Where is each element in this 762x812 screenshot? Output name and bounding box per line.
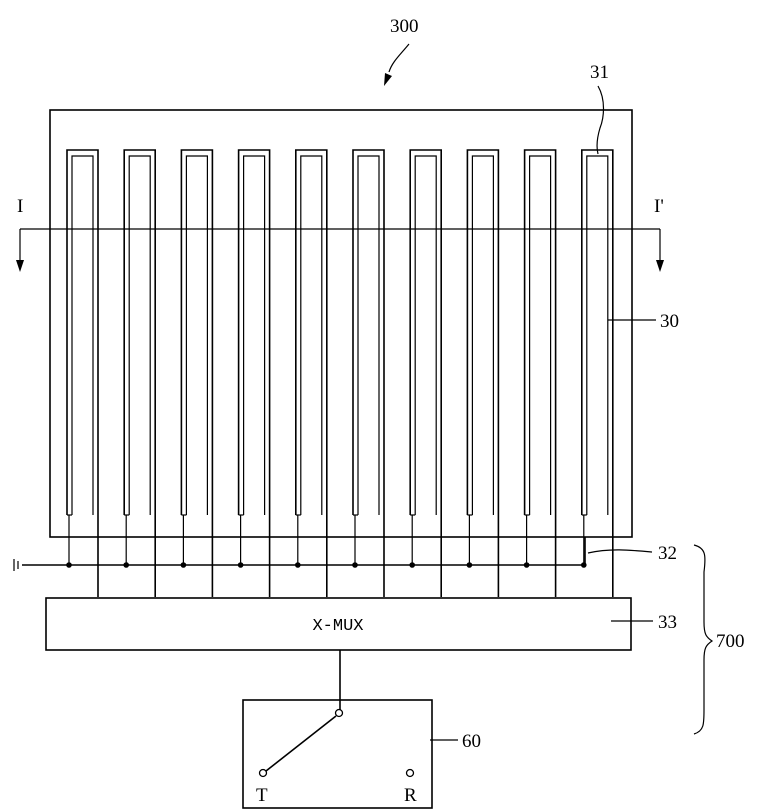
- group-label: 700: [716, 631, 745, 652]
- electrode-inner: [186, 156, 207, 515]
- panel-label: 30: [660, 311, 679, 332]
- switch-label: 60: [462, 731, 481, 752]
- terminal-r-label: R: [404, 785, 417, 806]
- switch-blade: [266, 716, 336, 771]
- device-label: 300: [390, 16, 419, 37]
- electrode-label: 31: [590, 62, 609, 83]
- bus-label: 32: [658, 543, 677, 564]
- mux-label: 33: [658, 612, 677, 633]
- bus-leader: [588, 550, 652, 553]
- electrode-inner: [301, 156, 322, 515]
- terminal-t-label: T: [256, 785, 268, 806]
- electrode-inner: [415, 156, 436, 515]
- panel-outline: [50, 110, 632, 537]
- switch-pivot: [336, 710, 343, 717]
- section-start-label: I: [17, 196, 23, 217]
- electrode-leader: [597, 86, 604, 154]
- section-start-arrowhead: [16, 260, 24, 272]
- electrode-inner: [244, 156, 265, 515]
- device-leader: [389, 44, 409, 72]
- electrode-inner: [72, 156, 93, 515]
- electrode-array: [67, 150, 613, 597]
- electrode-inner: [587, 156, 608, 515]
- electrode-inner: [530, 156, 551, 515]
- group-brace: [694, 545, 712, 734]
- electrode-inner: [129, 156, 150, 515]
- electrode-inner: [472, 156, 493, 515]
- mux-text: X-MUX: [312, 617, 363, 636]
- electrode-inner: [358, 156, 379, 515]
- section-end-arrowhead: [656, 260, 664, 272]
- terminal-t-contact: [260, 770, 267, 777]
- section-end-label: I': [654, 196, 664, 217]
- device-arrowhead: [384, 73, 392, 86]
- terminal-r-contact: [407, 770, 414, 777]
